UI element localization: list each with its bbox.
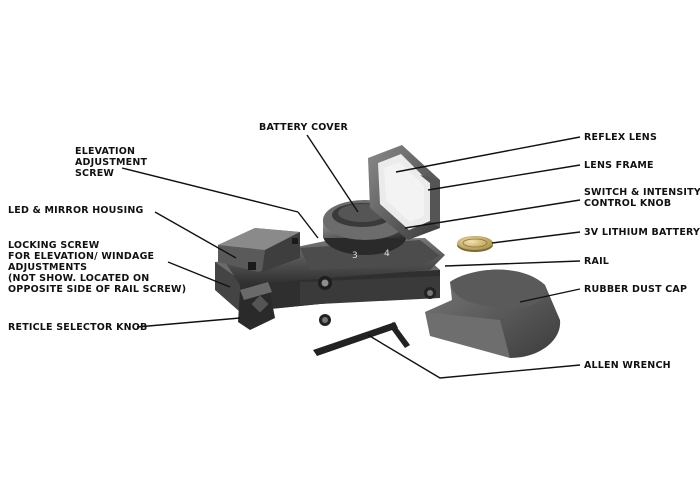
leader-elevation-screw-2 bbox=[297, 211, 319, 239]
led-mirror-housing bbox=[218, 228, 300, 272]
leader-allen-wrench bbox=[367, 334, 581, 379]
label-reflex-lens: REFLEX LENS bbox=[584, 132, 658, 143]
label-led-mirror-housing: LED & MIRROR HOUSING bbox=[8, 205, 144, 216]
label-reticle-selector-knob: RETICLE SELECTOR KNOB bbox=[8, 322, 148, 333]
leader-reticle-knob bbox=[136, 317, 241, 328]
label-lens-frame: LENS FRAME bbox=[584, 160, 654, 171]
leader-lines bbox=[121, 134, 581, 379]
leader-rail bbox=[444, 260, 581, 267]
leader-lens-frame bbox=[427, 164, 581, 191]
leader-led-housing bbox=[154, 211, 237, 259]
leader-switch-knob bbox=[404, 199, 581, 229]
switch-intensity-knob bbox=[323, 200, 407, 255]
leader-battery bbox=[491, 231, 581, 244]
rubber-dust-cap bbox=[425, 269, 561, 358]
label-rubber-dust-cap: RUBBER DUST CAP bbox=[584, 284, 688, 295]
leader-reflex-lens bbox=[395, 136, 581, 173]
leader-dust-cap bbox=[519, 288, 581, 303]
leader-locking-screw bbox=[167, 261, 231, 288]
label-lithium-battery: 3V LITHIUM BATTERY bbox=[584, 227, 700, 238]
leader-elevation-screw bbox=[121, 167, 299, 213]
label-battery-cover: BATTERY COVER bbox=[259, 122, 349, 133]
allen-wrench bbox=[313, 322, 410, 356]
knob-digit-4: 4 bbox=[384, 249, 390, 259]
label-locking-screw: LOCKING SCREW FOR ELEVATION/ WINDAGE ADJ… bbox=[8, 240, 187, 295]
label-rail: RAIL bbox=[584, 256, 610, 267]
label-allen-wrench: ALLEN WRENCH bbox=[584, 360, 671, 371]
label-elevation-screw: ELEVATION ADJUSTMENT SCREW bbox=[75, 146, 148, 179]
knob-digit-3: 3 bbox=[352, 251, 358, 261]
lithium-battery bbox=[457, 236, 493, 252]
leader-battery-cover bbox=[306, 134, 359, 213]
reticle-selector-knob bbox=[238, 282, 275, 330]
reflex-lens bbox=[384, 162, 424, 222]
label-switch-intensity-knob: SWITCH & INTENSITY CONTROL KNOB bbox=[584, 187, 700, 209]
